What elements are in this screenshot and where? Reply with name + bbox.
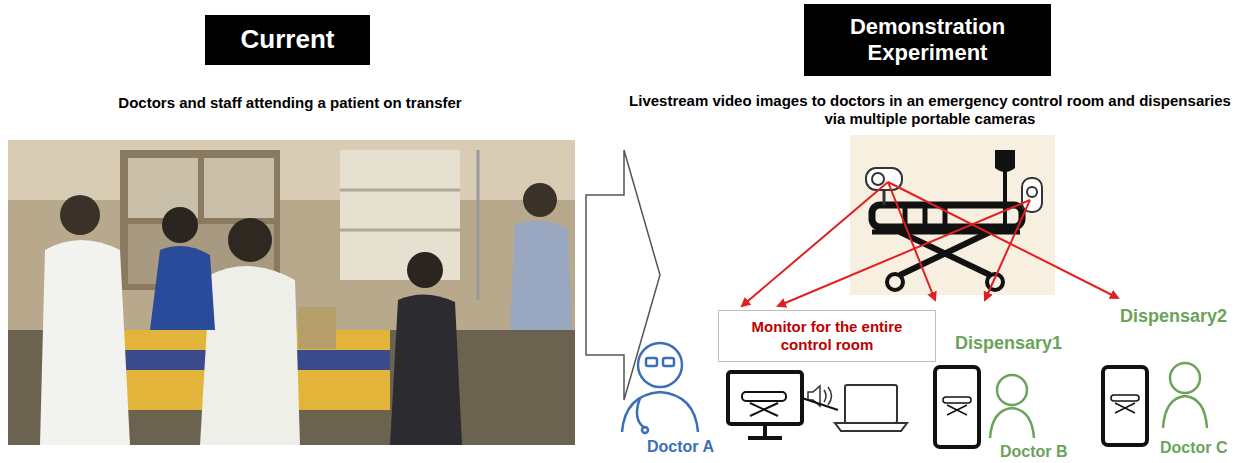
- tablet-icon: [935, 367, 1147, 447]
- person-icon: [990, 363, 1207, 438]
- person-label: Doctor B: [1000, 442, 1090, 461]
- subtitle: Doctors and staff attending a patient on…: [30, 94, 550, 112]
- box-text: Current: [241, 24, 335, 55]
- person-label: Doctor C: [1160, 438, 1245, 457]
- stream-arrows: [742, 182, 1118, 306]
- heading-box: Current: [205, 15, 370, 65]
- caption-box: Monitor for the entire control room: [718, 310, 936, 362]
- doctor-icon: [622, 343, 698, 433]
- monitor-icon: [728, 372, 907, 438]
- heading-box: Demonstration Experiment: [804, 4, 1051, 76]
- box-text: Demonstration Experiment: [812, 14, 1043, 67]
- place-label: Dispensary2: [1120, 306, 1245, 328]
- place-label: Dispensary1: [955, 333, 1085, 355]
- subtitle: Livestream video images to doctors in an…: [620, 92, 1240, 128]
- box-text: Monitor for the entire control room: [727, 318, 927, 354]
- person-label: Doctor A: [647, 437, 737, 456]
- photo: [8, 140, 575, 445]
- transition-arrow: [586, 150, 660, 400]
